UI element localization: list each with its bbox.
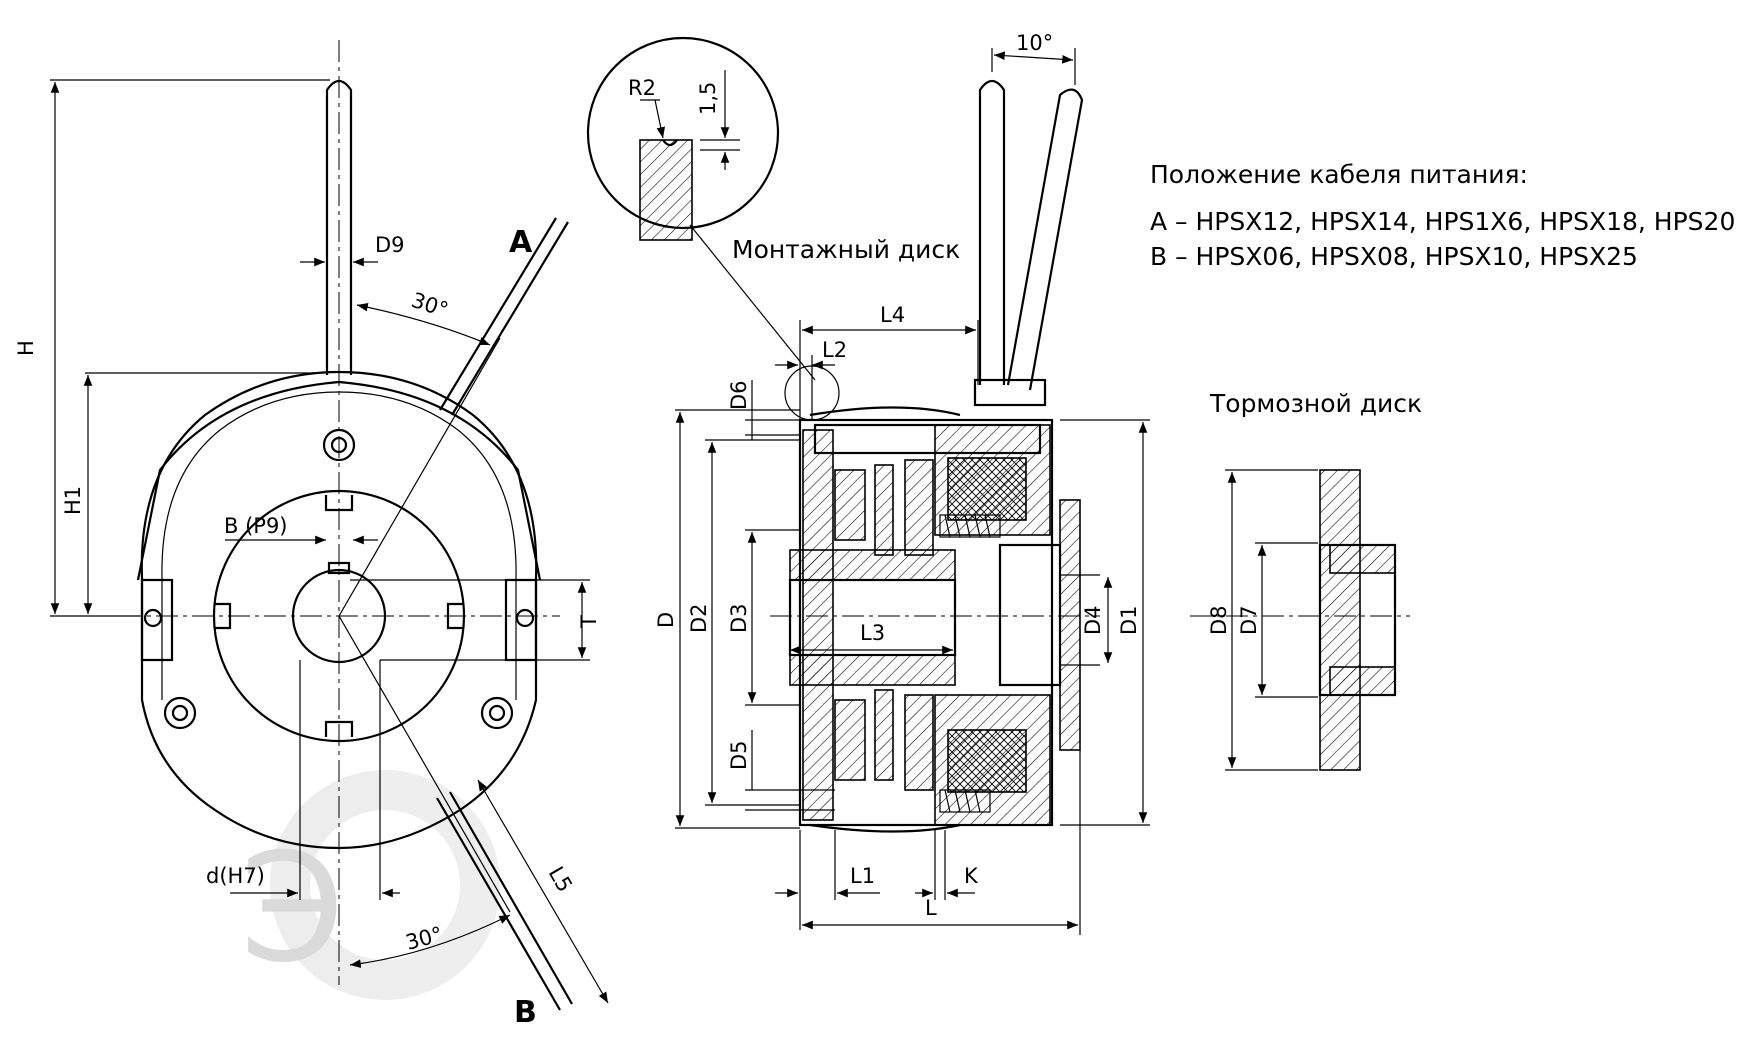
dim-l3: L3 xyxy=(860,621,885,645)
dim-d-h7: d(H7) xyxy=(206,864,265,888)
dim-r2: R2 xyxy=(628,76,656,100)
bolt-left xyxy=(163,696,197,730)
dim-b-p9: B (P9) xyxy=(224,514,288,538)
dim-1-5: 1,5 xyxy=(696,82,720,115)
dim-t: T xyxy=(577,615,601,629)
dim-d2: D2 xyxy=(687,603,711,633)
angle-lever-10: 10° xyxy=(1016,31,1053,55)
dim-d3: D3 xyxy=(727,603,751,633)
dim-d5: D5 xyxy=(727,740,751,770)
note-line-b: B – HPSX06, HPSX08, HPSX10, HPSX25 xyxy=(1150,242,1638,271)
front-view: H H1 D9 B (P9) T d(H7) L5 30° 30° A B xyxy=(14,40,609,1030)
dim-h1: H1 xyxy=(61,486,85,515)
bolt-right xyxy=(480,696,514,730)
marker-a: A xyxy=(509,225,533,260)
section-view: D D2 D3 D5 D6 D4 D1 L4 L2 L3 L1 K L 10° xyxy=(654,31,1150,935)
dim-d8: D8 xyxy=(1207,605,1231,635)
svg-text:Э: Э xyxy=(240,822,345,996)
dim-d1: D1 xyxy=(1117,605,1141,635)
dim-d9: D9 xyxy=(375,233,405,257)
bolt-top xyxy=(322,428,356,462)
dim-d4: D4 xyxy=(1081,605,1105,635)
angle-top-30: 30° xyxy=(408,288,451,322)
caption-brake-disc: Тормозной диск xyxy=(1209,389,1422,418)
dim-big-d: D xyxy=(654,612,678,628)
dim-l2: L2 xyxy=(822,338,847,362)
dim-d7: D7 xyxy=(1237,605,1261,635)
detail-circle-view: R2 1,5 Монтажный диск xyxy=(586,36,960,421)
dim-h: H xyxy=(14,340,38,356)
dim-l1: L1 xyxy=(850,864,875,888)
note-title: Положение кабеля питания: xyxy=(1150,160,1528,189)
note-line-a: A – HPSX12, HPSX14, HPS1X6, HPSX18, HPS2… xyxy=(1150,207,1735,236)
cable-position-note: Положение кабеля питания: A – HPSX12, HP… xyxy=(1150,160,1735,271)
marker-b: B xyxy=(514,995,537,1030)
caption-mounting-disc: Монтажный диск xyxy=(732,235,960,264)
dim-big-l: L xyxy=(925,896,937,920)
dim-l4: L4 xyxy=(880,303,905,327)
dim-k: K xyxy=(964,864,979,888)
dim-d6: D6 xyxy=(727,380,751,410)
brake-disc-view: D8 D7 Тормозной диск xyxy=(1190,389,1422,771)
dim-l5: L5 xyxy=(544,863,577,897)
